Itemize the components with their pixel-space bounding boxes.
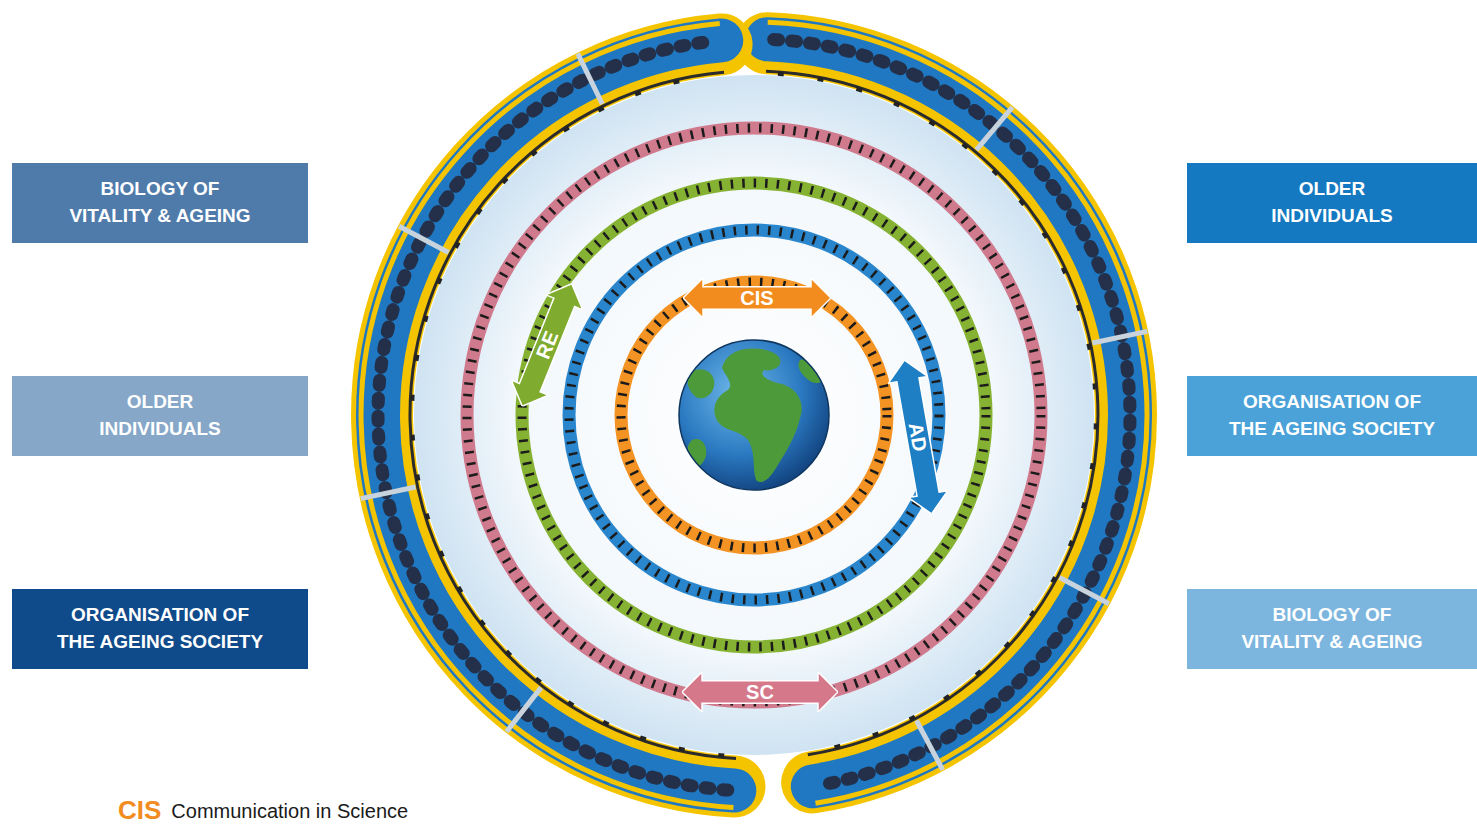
- double-arrow: SC: [682, 672, 838, 712]
- arrow-outline: [504, 276, 591, 413]
- pink-track-ties: [467, 128, 1041, 702]
- green-track: [522, 183, 986, 647]
- topic-box: ORGANISATION OF THE AGEING SOCIETY: [12, 589, 308, 669]
- box-label: ORGANISATION OF THE AGEING SOCIETY: [53, 602, 268, 655]
- train-ring: [361, 22, 1147, 807]
- double-arrow: RE: [504, 276, 591, 413]
- blue-track: [569, 230, 939, 600]
- box-label: OLDER INDIVIDUALS: [1257, 176, 1407, 229]
- topic-box: BIOLOGY OF VITALITY & AGEING: [12, 163, 308, 243]
- blue-track-ties: [569, 230, 939, 600]
- pink-track: [467, 128, 1041, 702]
- inner-disc: [414, 75, 1094, 755]
- car-joint: [507, 688, 541, 732]
- car-joint: [1092, 331, 1147, 343]
- car-joint: [976, 107, 1012, 150]
- globe: [679, 340, 829, 490]
- topic-box: BIOLOGY OF VITALITY & AGEING: [1187, 589, 1477, 669]
- box-label: OLDER INDIVIDUALS: [85, 389, 235, 442]
- arrow-outline: [682, 672, 838, 712]
- arrow-label: CIS: [740, 287, 773, 310]
- arrow-label: SC: [746, 681, 774, 704]
- topic-box: OLDER INDIVIDUALS: [12, 376, 308, 456]
- box-label: ORGANISATION OF THE AGEING SOCIETY: [1225, 389, 1440, 442]
- arrow-label: AD: [904, 421, 932, 453]
- orange-track-ties: [621, 282, 887, 548]
- double-arrow: AD: [885, 357, 951, 518]
- car-joint: [1060, 577, 1109, 603]
- arrow-outline: [885, 357, 951, 518]
- topic-box: ORGANISATION OF THE AGEING SOCIETY: [1187, 376, 1477, 456]
- topic-box: OLDER INDIVIDUALS: [1187, 163, 1477, 243]
- green-track-ties: [522, 183, 986, 647]
- box-label: BIOLOGY OF VITALITY & AGEING: [1232, 602, 1432, 655]
- legend-abbreviation: CIS: [118, 797, 161, 823]
- car-joint: [916, 721, 942, 770]
- arrow-label: RE: [531, 328, 563, 362]
- car-joint: [399, 226, 448, 252]
- car-joint: [578, 54, 603, 104]
- legend-text: Communication in Science: [171, 801, 408, 821]
- arrow-outline: [683, 278, 831, 318]
- box-label: BIOLOGY OF VITALITY & AGEING: [60, 176, 260, 229]
- orange-track: [621, 282, 887, 548]
- car-joint: [361, 487, 416, 499]
- double-arrow: CIS: [683, 278, 831, 318]
